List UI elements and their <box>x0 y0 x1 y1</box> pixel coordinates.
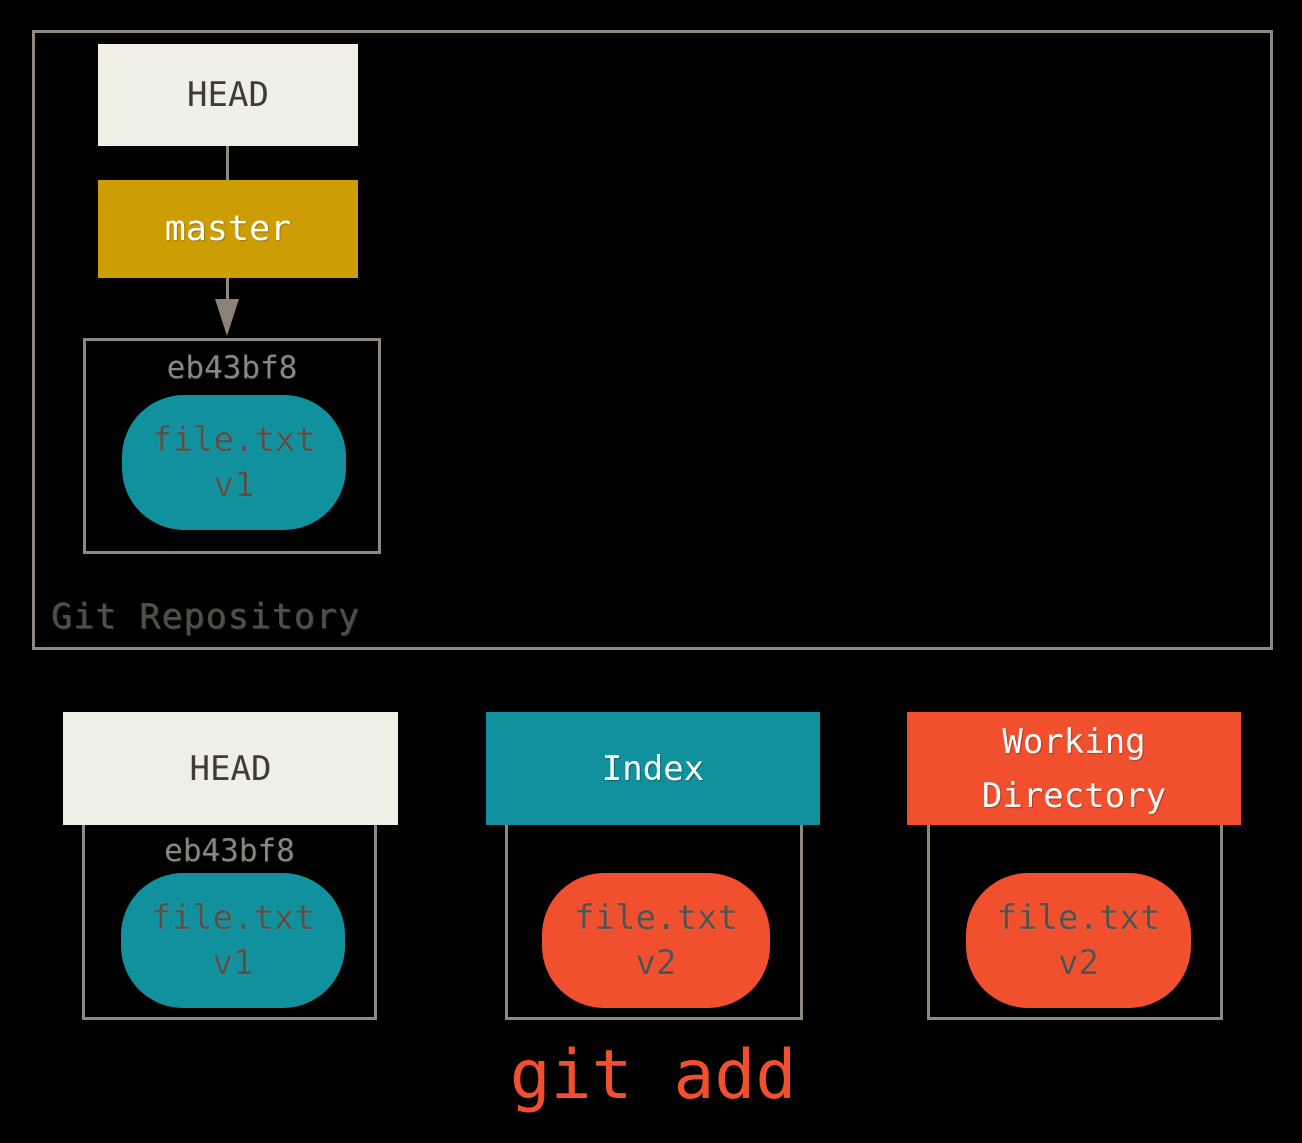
file-name: file.txt <box>152 419 316 460</box>
working-file-blob-v2: file.txt v2 <box>966 873 1191 1008</box>
commit-box: eb43bf8 file.txt v1 <box>83 338 381 554</box>
head-commit-hash: eb43bf8 <box>164 833 295 869</box>
head-ref-box: HEAD <box>98 44 358 146</box>
file-version: v2 <box>635 942 677 983</box>
file-name: file.txt <box>574 897 738 938</box>
commit-hash: eb43bf8 <box>166 350 298 386</box>
working-directory-title: Working Directory <box>981 721 1167 816</box>
head-area-title: HEAD <box>189 748 272 789</box>
index-file-blob-v2: file.txt v2 <box>542 873 770 1008</box>
master-branch-label: master <box>164 209 292 249</box>
head-ref-label: HEAD <box>187 75 269 115</box>
index-area-title: Index <box>601 748 705 789</box>
master-to-commit-arrow-shaft <box>226 278 229 302</box>
file-version: v2 <box>1058 942 1099 983</box>
head-area-header: HEAD <box>63 712 398 825</box>
index-area-box: file.txt v2 <box>505 800 803 1020</box>
head-file-blob-v1: file.txt v1 <box>121 873 345 1008</box>
master-to-commit-arrow-head <box>215 299 239 336</box>
head-area-box: eb43bf8 file.txt v1 <box>82 800 377 1020</box>
index-area-header: Index <box>486 712 820 825</box>
working-directory-header: Working Directory <box>907 712 1241 825</box>
git-add-command-label: git add <box>509 1036 797 1115</box>
head-to-master-line <box>226 146 229 180</box>
file-name: file.txt <box>996 897 1161 938</box>
git-repository-label: Git Repository <box>51 597 361 637</box>
working-directory-box: file.txt v2 <box>927 800 1223 1020</box>
master-branch-box: master <box>98 180 358 278</box>
file-name: file.txt <box>151 897 315 938</box>
file-version: v1 <box>213 464 255 505</box>
git-repository-box: HEAD master eb43bf8 file.txt v1 Git Repo… <box>32 30 1273 650</box>
file-version: v1 <box>212 942 254 983</box>
file-blob-v1: file.txt v1 <box>122 395 346 530</box>
